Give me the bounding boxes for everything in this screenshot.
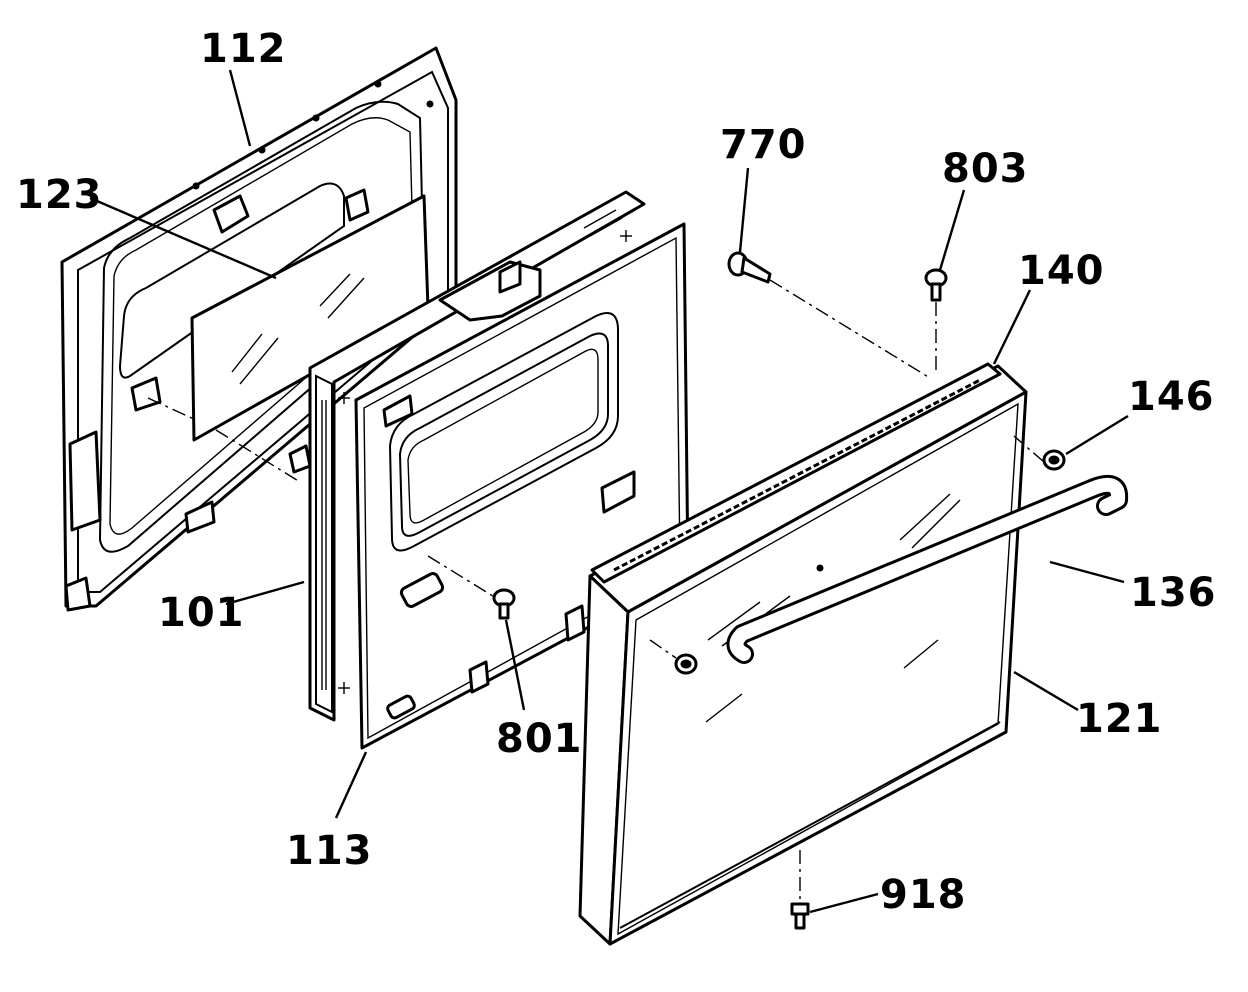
callout-113: 113 [286, 828, 373, 874]
door-handle-part [726, 475, 1129, 664]
door-frame-part [308, 190, 646, 722]
leader-lines [89, 69, 1129, 914]
callout-123: 123 [16, 172, 103, 218]
callout-801: 801 [496, 716, 583, 762]
handle-mount-146-part [674, 449, 1066, 675]
screw-801-part [492, 588, 516, 620]
callout-146: 146 [1128, 374, 1215, 420]
callout-918: 918 [880, 872, 967, 918]
screw-770-part [727, 251, 772, 284]
callout-803: 803 [942, 146, 1029, 192]
callout-136: 136 [1130, 570, 1217, 616]
vent-slots [613, 378, 981, 572]
callout-112: 112 [200, 26, 287, 72]
vent-trim-part [590, 362, 1002, 584]
screw-918-part [790, 902, 810, 930]
callout-770: 770 [720, 122, 807, 168]
callout-101: 101 [158, 590, 245, 636]
callout-140: 140 [1018, 248, 1105, 294]
callout-121: 121 [1076, 696, 1163, 742]
assembly-lines [147, 279, 1045, 902]
screw-803-part [924, 268, 948, 302]
callout-labels: 112 123 101 113 801 770 803 140 146 136 … [16, 26, 1217, 918]
